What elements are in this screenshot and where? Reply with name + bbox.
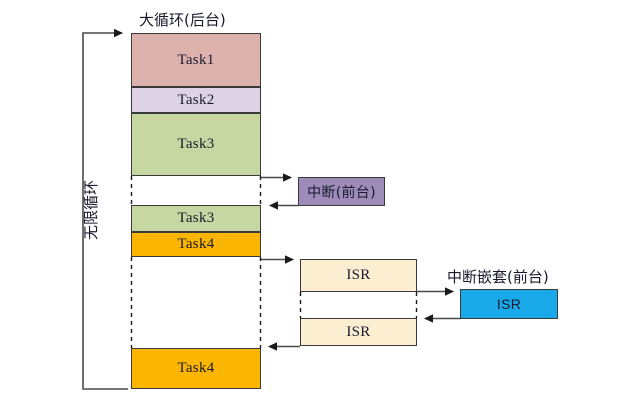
isr-column-dashed-timelines xyxy=(299,292,418,318)
block-isr-nested: ISR xyxy=(460,289,558,319)
block-task4-second: Task4 xyxy=(131,348,261,389)
block-task1: Task1 xyxy=(131,33,261,87)
block-interrupt: 中断(前台) xyxy=(298,177,385,206)
block-task3-first: Task3 xyxy=(131,113,261,176)
caption-title-big-loop: 大循环(后台) xyxy=(139,11,226,29)
block-task4-first: Task4 xyxy=(131,232,261,257)
block-isr-second: ISR xyxy=(300,318,417,346)
block-isr-first: ISR xyxy=(300,259,417,292)
infinite-loop-label: 无限循环 xyxy=(82,179,100,240)
main-column-dashed-timelines xyxy=(130,176,262,348)
block-task2: Task2 xyxy=(131,87,261,113)
block-task3-second: Task3 xyxy=(131,205,261,232)
caption-title-nested-interrupt: 中断嵌套(前台) xyxy=(447,268,549,286)
